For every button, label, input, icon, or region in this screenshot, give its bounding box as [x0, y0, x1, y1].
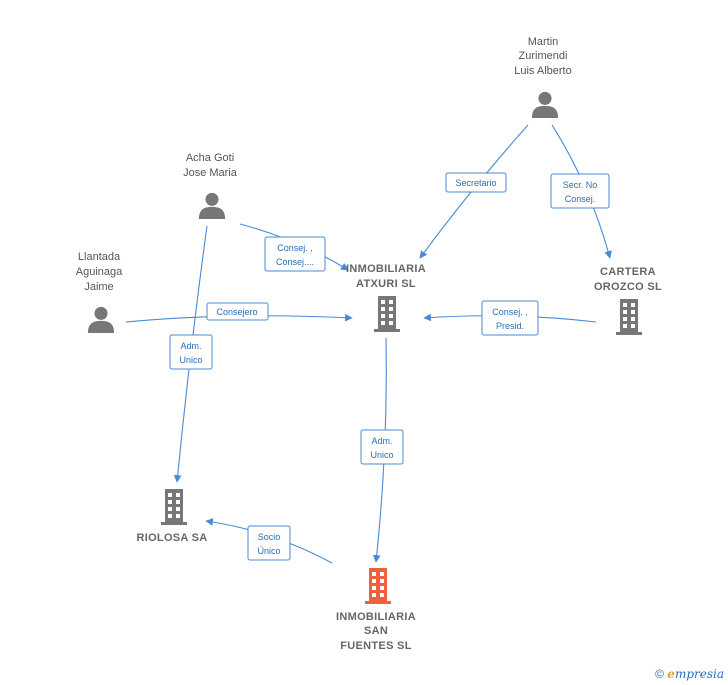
company-node-riolosa[interactable]: RIOLOSA SA — [136, 489, 207, 544]
edge-label-text: Único — [257, 546, 280, 556]
person-name-line: Jose Maria — [183, 167, 238, 179]
edge-label-text: Adm. — [180, 341, 201, 351]
edge-label-text: Consej.... — [276, 257, 314, 267]
company-name-line: INMOBILIARIA — [346, 263, 426, 275]
person-name-line: Zurimendi — [519, 50, 568, 62]
person-icon — [531, 91, 559, 118]
edge-label-text: Unico — [179, 355, 202, 365]
company-name-line: ATXURI SL — [356, 278, 416, 290]
person-name-line: Llantada — [78, 251, 121, 263]
person-name-line: Jaime — [84, 281, 113, 293]
company-name-line: FUENTES SL — [340, 640, 411, 652]
edge-label-text: Secr. No — [563, 180, 598, 190]
person-name-line: Martin — [528, 36, 559, 48]
company-name-line: CARTERA — [600, 266, 656, 278]
edge-label-adm-unico-atxuri[interactable]: Adm. Unico — [360, 429, 404, 465]
person-name-line: Aguinaga — [76, 266, 123, 278]
edge-label-consej-acha[interactable]: Consej. , Consej.... — [264, 236, 326, 272]
company-name-line: INMOBILIARIA — [336, 611, 416, 623]
building-icon — [161, 489, 187, 525]
brand-text: mpresia — [674, 667, 724, 681]
person-node-llantada[interactable]: Llantada Aguinaga Jaime — [76, 251, 123, 333]
edge-labels: Secretario Secr. No Consej. Consej. , Co… — [169, 172, 610, 561]
company-name-line: OROZCO SL — [594, 281, 662, 293]
company-node-sanfuentes[interactable]: INMOBILIARIA SAN FUENTES SL — [336, 568, 416, 652]
company-node-atxuri[interactable]: INMOBILIARIA ATXURI SL — [346, 263, 426, 332]
footer-branding: © empresia — [655, 667, 724, 681]
edge-label-text: Consej. — [565, 194, 596, 204]
building-icon — [616, 299, 642, 335]
person-name-line: Acha Goti — [186, 152, 234, 164]
brand-initial: e — [667, 667, 675, 681]
person-name-line: Luis Alberto — [514, 65, 571, 77]
edge-label-text: Consej. , — [492, 307, 528, 317]
building-icon — [374, 296, 400, 332]
edge-label-consejero[interactable]: Consejero — [206, 302, 269, 321]
edge-label-consej-presid[interactable]: Consej. , Presid. — [481, 300, 539, 336]
edge-label-text: Unico — [370, 450, 393, 460]
company-node-cartera[interactable]: CARTERA OROZCO SL — [594, 266, 662, 335]
company-name-line: RIOLOSA SA — [136, 532, 207, 544]
edge-label-adm-unico-acha[interactable]: Adm. Unico — [169, 334, 213, 370]
edge-label-secretario[interactable]: Secretario — [445, 172, 507, 193]
edge-label-text: Adm. — [371, 436, 392, 446]
person-node-acha[interactable]: Acha Goti Jose Maria — [183, 152, 238, 219]
copyright-symbol: © — [655, 667, 664, 681]
edge-label-text: Secretario — [455, 178, 496, 188]
building-icon — [365, 568, 391, 604]
edge-label-text: Presid. — [496, 321, 524, 331]
person-icon — [87, 306, 115, 333]
person-icon — [198, 192, 226, 219]
brand-logo[interactable]: empresia — [667, 667, 724, 681]
edge-label-text: Consejero — [216, 307, 257, 317]
company-name-line: SAN — [364, 625, 388, 637]
edge-label-text: Socio — [258, 532, 281, 542]
edge-label-text: Consej. , — [277, 243, 313, 253]
edge-label-socio-unico[interactable]: Socio Único — [247, 525, 291, 561]
edge-label-secr-no-consej[interactable]: Secr. No Consej. — [550, 173, 610, 209]
person-node-martin[interactable]: Martin Zurimendi Luis Alberto — [514, 36, 572, 118]
